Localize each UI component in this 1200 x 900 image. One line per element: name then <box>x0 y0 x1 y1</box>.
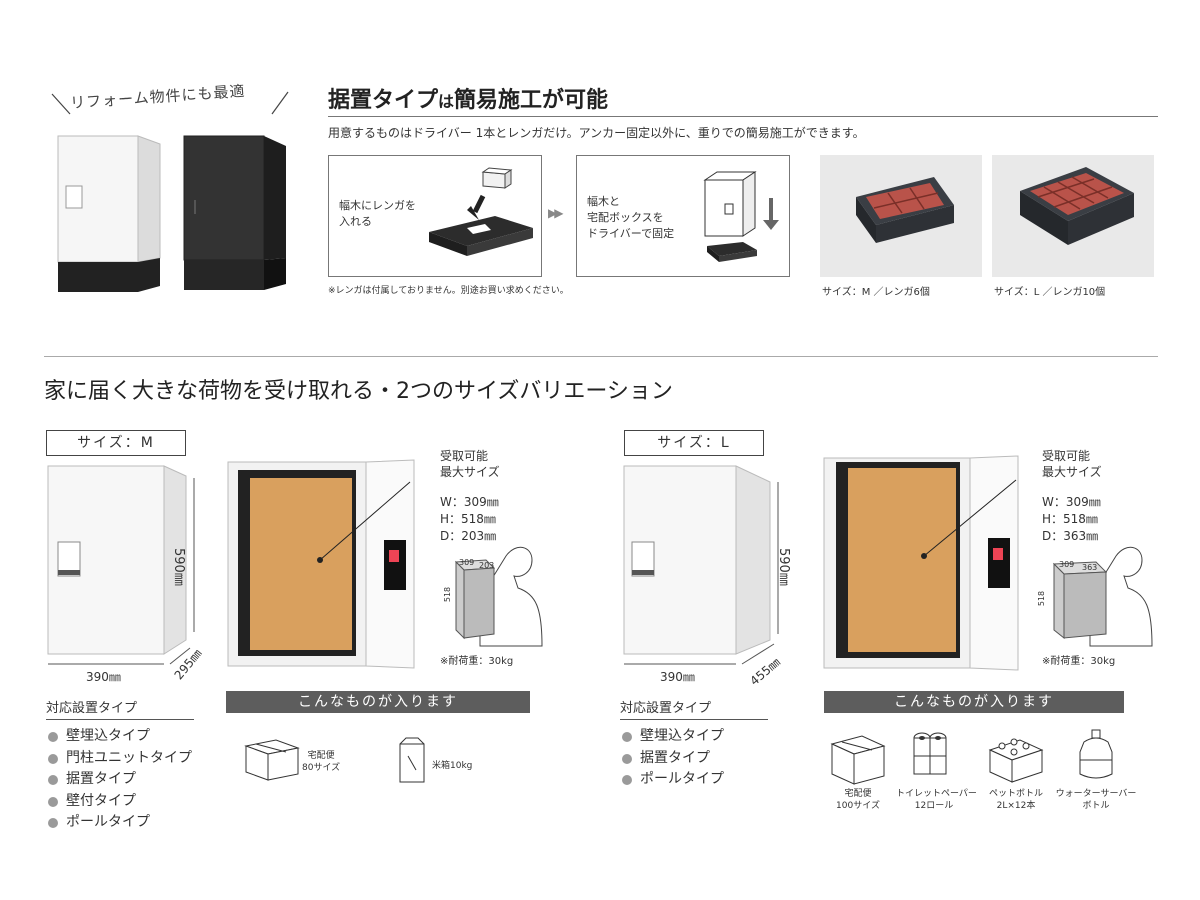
size-l-load: ※耐荷重：30kg <box>1042 656 1116 667</box>
size-m-item-2-label: 米箱10kg <box>432 761 473 771</box>
size-m-spec-d: D：203㎜ <box>440 529 497 543</box>
install-description: 用意するものはドライバー 1本とレンガだけ。アンカー固定以外に、重りでの簡易施工… <box>328 126 865 140</box>
size-l-max-title: 受取可能 最大サイズ <box>1042 449 1102 479</box>
size-m-install-list: 壁埋込タイプ 門柱ユニットタイプ 据置タイプ 壁付タイプ ポールタイプ <box>46 726 192 834</box>
install-type-item: 据置タイプ <box>620 748 724 770</box>
size-m-fits-bar: こんなものが入ります <box>226 691 530 713</box>
cardboard-box-icon <box>244 739 300 781</box>
size-l-box-image <box>623 465 779 665</box>
water-bottle-icon <box>1079 729 1113 779</box>
step1-panel: 幅木にレンガを 入れる <box>328 155 542 277</box>
size-l-item-1-label: 宅配便 100サイズ <box>836 789 880 811</box>
size-m-badge: サイズ：M <box>46 430 186 456</box>
rice-bag-icon <box>399 737 425 783</box>
size-l-height: 590㎜ <box>776 548 791 586</box>
black-delivery-box-image <box>183 135 286 290</box>
photo-m-caption: サイズ：M ／レンガ6個 <box>822 287 930 298</box>
size-m-item-1-label: 宅配便 80サイズ <box>302 751 341 773</box>
heading-particle: は <box>438 92 455 111</box>
size-m-load: ※耐荷重：30kg <box>440 656 514 667</box>
size-m-install-rule <box>46 719 194 720</box>
step-arrow: ▶▶ <box>548 206 564 220</box>
size-l-badge: サイズ：L <box>624 430 764 456</box>
install-type-item: 壁埋込タイプ <box>46 726 192 748</box>
size-l-install-title: 対応設置タイプ <box>620 701 712 716</box>
size-l-spec-d: D：363㎜ <box>1042 529 1099 543</box>
section2-title: 家に届く大きな荷物を受け取れる・2つのサイズバリエーション <box>44 379 673 404</box>
pet-bottle-pack-icon <box>988 738 1044 783</box>
brick-into-plinth-icon <box>429 167 533 256</box>
install-type-item: ポールタイプ <box>46 812 192 834</box>
install-heading: 据置タイプは簡易施工が可能 <box>328 82 608 114</box>
size-m-person-with-box-icon <box>454 546 543 647</box>
size-l-item-3-label: ペットボトル 2L×12本 <box>988 789 1043 811</box>
size-l-person-with-box-icon <box>1052 546 1153 647</box>
size-l-fits-bar: こんなものが入ります <box>824 691 1124 713</box>
size-l-box-label-w: 309 <box>1059 560 1075 569</box>
brick-layout-m-image <box>856 177 954 243</box>
section-divider <box>44 356 1158 357</box>
install-type-item: 門柱ユニットタイプ <box>46 748 192 770</box>
size-m-install-title: 対応設置タイプ <box>46 701 138 716</box>
photo-l <box>992 155 1154 277</box>
size-l-item-4-label: ウォーターサーバー ボトル <box>1055 789 1137 811</box>
callout-slash-icon <box>51 91 289 115</box>
size-m-box-label-w: 309 <box>459 558 475 567</box>
white-delivery-box-image <box>57 135 161 292</box>
size-l-item-2-label: トイレットペーパー 12ロール <box>896 789 977 811</box>
size-l-width: 390㎜ <box>660 670 695 684</box>
size-m-height: 590㎜ <box>171 548 186 586</box>
size-m-width: 390㎜ <box>86 670 121 684</box>
size-m-box-label-d: 203 <box>479 561 495 570</box>
heading-underline <box>328 116 1158 117</box>
size-l-install-list: 壁埋込タイプ 据置タイプ ポールタイプ <box>620 726 724 791</box>
size-l-spec-h: H：518㎜ <box>1042 512 1098 526</box>
photo-l-caption: サイズ：L ／レンガ10個 <box>994 287 1106 298</box>
heading-highlight-2: 簡易施工が可能 <box>454 88 609 113</box>
cardboard-box-icon <box>830 735 886 785</box>
install-type-item: ポールタイプ <box>620 769 724 791</box>
reform-callout: リフォーム物件にも最適 <box>40 78 300 118</box>
step2-label: 幅木と 宅配ボックスを ドライバーで固定 <box>587 195 675 240</box>
heading-highlight-1: 据置タイプ <box>328 88 439 113</box>
photo-m <box>820 155 982 277</box>
toilet-paper-icon <box>913 732 947 775</box>
install-type-item: 据置タイプ <box>46 769 192 791</box>
size-m-spec-h: H：518㎜ <box>440 512 496 526</box>
install-type-item: 壁付タイプ <box>46 791 192 813</box>
brick-layout-l-image <box>1020 167 1134 245</box>
size-m-open-box-image <box>227 459 415 669</box>
size-m-box-label-h: 518 <box>443 586 453 603</box>
step1-label: 幅木にレンガを 入れる <box>339 199 416 228</box>
size-m-box-image <box>47 465 195 665</box>
size-l-box-label-d: 363 <box>1082 563 1098 572</box>
size-m-spec-w: W：309㎜ <box>440 495 499 509</box>
size-m-max-title: 受取可能 最大サイズ <box>440 449 500 479</box>
step2-panel: 幅木と 宅配ボックスを ドライバーで固定 <box>576 155 790 277</box>
fix-with-screwdriver-icon <box>703 171 779 262</box>
install-type-item: 壁埋込タイプ <box>620 726 724 748</box>
brick-note: ※レンガは付属しておりません。別途お買い求めください。 <box>328 286 569 296</box>
size-l-install-rule <box>620 719 768 720</box>
size-l-spec-w: W：309㎜ <box>1042 495 1101 509</box>
size-l-box-label-h: 518 <box>1037 590 1047 607</box>
size-l-open-box-image <box>823 455 1019 671</box>
